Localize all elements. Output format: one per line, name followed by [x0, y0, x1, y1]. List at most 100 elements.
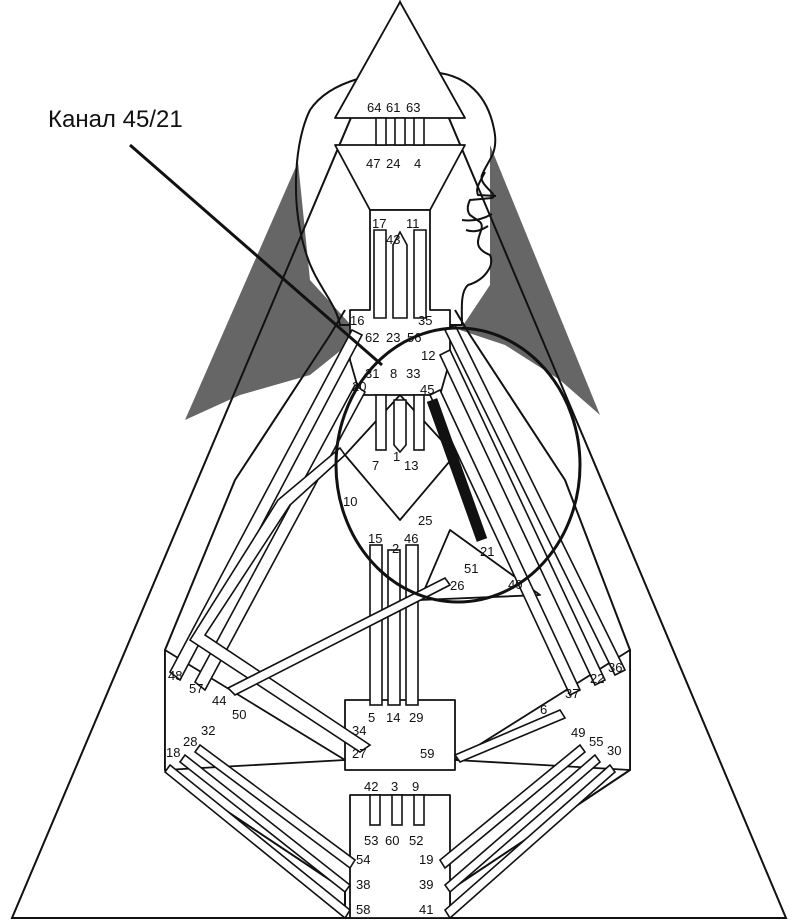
highlighted-channel-45-21 [426, 398, 488, 542]
gate-26: 26 [450, 578, 464, 593]
gate-4: 4 [414, 156, 421, 171]
gate-23: 23 [386, 330, 400, 345]
gate-7: 7 [372, 458, 379, 473]
gate-19: 19 [419, 852, 433, 867]
gate-25: 25 [418, 513, 432, 528]
gate-35: 35 [418, 313, 432, 328]
gate-15: 15 [368, 531, 382, 546]
gate-18: 18 [166, 745, 180, 760]
gate-31: 31 [365, 366, 379, 381]
gate-13: 13 [404, 458, 418, 473]
gate-14: 14 [386, 710, 400, 725]
gate-49: 49 [571, 725, 585, 740]
face-nose [476, 171, 497, 197]
gate-45: 45 [420, 382, 434, 397]
gate-33: 33 [406, 366, 420, 381]
gate-56: 56 [407, 330, 421, 345]
gate-21: 21 [480, 544, 494, 559]
gate-38: 38 [356, 877, 370, 892]
gate-3: 3 [391, 779, 398, 794]
gate-59: 59 [420, 746, 434, 761]
g-center [344, 394, 456, 521]
channel-49-19 [438, 743, 587, 870]
channel-32-54 [193, 743, 357, 870]
gate-55: 55 [589, 734, 603, 749]
heart-center [419, 529, 541, 601]
channel-28-38 [178, 753, 352, 894]
channel-35-36 [443, 323, 627, 677]
channel-63-4 [413, 117, 425, 146]
channel-30-41 [443, 763, 617, 920]
highlight-ellipse [334, 326, 582, 604]
gate-51: 51 [464, 561, 478, 576]
gate-52: 52 [409, 833, 423, 848]
channel-20-57 [193, 383, 367, 692]
channel-16-48 [168, 328, 364, 682]
face-mouth-lower [465, 225, 489, 233]
gate-41: 41 [419, 902, 433, 917]
gate-29: 29 [409, 710, 423, 725]
channel-37-40 [428, 388, 582, 697]
channel-61-24 [394, 117, 406, 146]
gate-10: 10 [343, 494, 357, 509]
channel-10-34 [188, 446, 372, 753]
channel-2-14 [387, 549, 401, 706]
gate-36: 36 [608, 660, 622, 675]
gate-5: 5 [368, 710, 375, 725]
gate-20: 20 [352, 379, 366, 394]
gate-labels: 64 61 63 47 24 4 17 43 11 16 35 62 23 56… [166, 100, 622, 917]
gate-40: 40 [508, 577, 522, 592]
gate-62: 62 [365, 330, 379, 345]
gate-54: 54 [356, 852, 370, 867]
gate-22: 22 [590, 671, 604, 686]
gate-63: 63 [406, 100, 420, 115]
right-shade-region [460, 145, 600, 415]
gate-50: 50 [232, 707, 246, 722]
gate-1: 1 [393, 449, 400, 464]
gate-9: 9 [412, 779, 419, 794]
channel-64-47 [375, 117, 387, 146]
annotation-pointer [129, 143, 383, 367]
gate-28: 28 [183, 734, 197, 749]
face-mouth-upper [461, 213, 493, 222]
gate-58: 58 [356, 902, 370, 917]
gate-32: 32 [201, 723, 215, 738]
channel-46-29 [405, 544, 419, 706]
annotation-label: Канал 45/21 [48, 106, 183, 133]
gate-48: 48 [168, 668, 182, 683]
gate-27: 27 [352, 746, 366, 761]
gate-39: 39 [419, 877, 433, 892]
ajna-center [334, 144, 466, 211]
gate-57: 57 [189, 681, 203, 696]
channel-11-56 [413, 229, 427, 319]
head-silhouette [294, 70, 497, 326]
gate-44: 44 [212, 693, 226, 708]
gate-64: 64 [367, 100, 381, 115]
channel-3-60 [391, 794, 403, 826]
gate-24: 24 [386, 156, 400, 171]
gate-60: 60 [385, 833, 399, 848]
channel-18-58 [163, 763, 352, 920]
channel-31-7 [375, 394, 387, 451]
channel-33-13 [413, 394, 425, 451]
gate-37: 37 [565, 686, 579, 701]
channel-26-44 [226, 576, 452, 696]
channel-12-22 [438, 348, 607, 687]
channel-43-23 [392, 230, 408, 319]
channel-17-62 [373, 229, 387, 319]
gate-53: 53 [364, 833, 378, 848]
channel-8-1 [393, 399, 407, 454]
gate-12: 12 [421, 348, 435, 363]
gate-17: 17 [372, 216, 386, 231]
gate-6: 6 [540, 702, 547, 717]
channel-59-6 [453, 708, 567, 763]
gate-43: 43 [386, 232, 400, 247]
gate-2: 2 [392, 541, 399, 556]
gate-16: 16 [350, 313, 364, 328]
gate-61: 61 [386, 100, 400, 115]
channel-42-53 [369, 794, 381, 826]
gate-42: 42 [364, 779, 378, 794]
gate-8: 8 [390, 366, 397, 381]
gate-11: 11 [406, 216, 420, 231]
